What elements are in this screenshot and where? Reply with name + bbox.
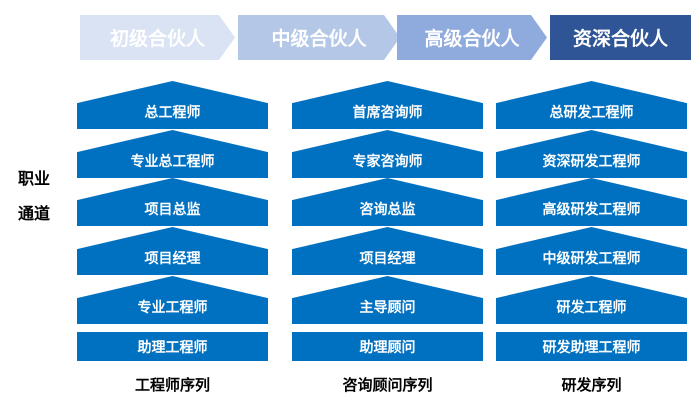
career-level-box: 资深研发工程师 [496,130,687,178]
career-level-box: 高级研发工程师 [496,178,687,226]
career-level-box: 助理工程师 [77,332,268,361]
partner-level-senior: 高级合伙人 [397,15,547,60]
side-label-line1: 职业 [18,169,51,188]
career-level-box: 主导顾问 [292,276,483,324]
track-title: 研发序列 [561,376,622,394]
side-label-line2: 通道 [18,204,51,223]
career-level-box: 专业总工程师 [77,130,268,178]
career-level-box: 专家咨询师 [292,130,483,178]
track-title: 工程师序列 [134,376,210,394]
career-level-box: 研发工程师 [496,276,687,324]
partner-level-principal: 资深合伙人 [550,15,691,60]
career-level-box: 总工程师 [77,81,268,129]
career-level-box: 研发助理工程师 [496,332,687,361]
career-level-box: 项目经理 [292,227,483,275]
career-level-box: 首席咨询师 [292,81,483,129]
career-level-box: 项目经理 [77,227,268,275]
career-level-box: 咨询总监 [292,178,483,226]
partner-level-junior: 初级合伙人 [80,15,235,60]
partner-level-intermediate: 中级合伙人 [238,15,400,60]
career-level-box: 总研发工程师 [496,81,687,129]
career-level-box: 中级研发工程师 [496,227,687,275]
track-title: 咨询顾问序列 [342,376,433,394]
career-level-box: 项目总监 [77,178,268,226]
career-level-box: 助理顾问 [292,332,483,361]
career-level-box: 专业工程师 [77,276,268,324]
